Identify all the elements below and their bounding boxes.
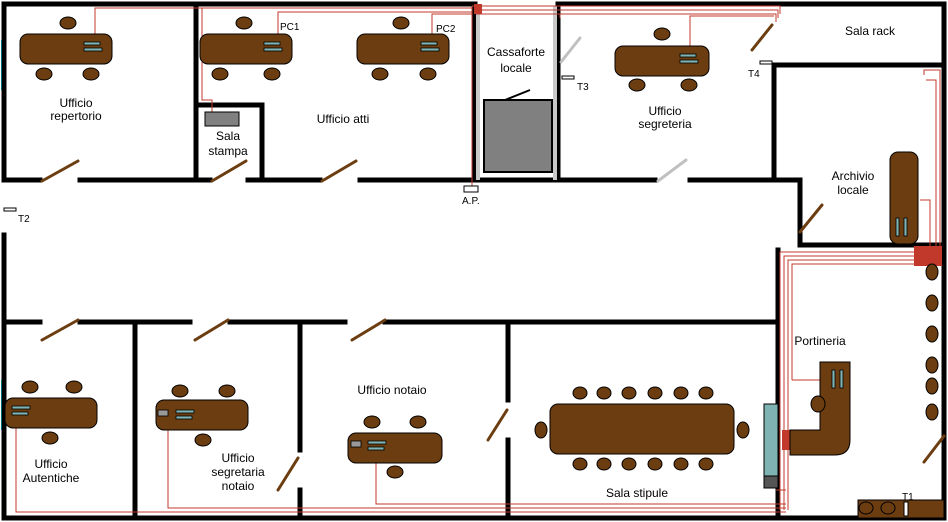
cable-junction-top: [474, 4, 482, 14]
phones: [157, 409, 362, 448]
desk: [356, 33, 450, 65]
conference-table: [549, 403, 735, 455]
t3-icon: [561, 75, 575, 80]
device-markers: [3, 60, 909, 517]
t1-label: T1: [902, 492, 914, 503]
rack-cabinet: [763, 403, 779, 489]
room-label: Autentiche: [23, 471, 80, 485]
t3-label: T3: [577, 82, 589, 93]
cable-junction: [914, 246, 942, 266]
safe-handle: [504, 89, 531, 101]
pc1-label: PC1: [280, 22, 300, 33]
room-label: Portineria: [794, 334, 846, 348]
chairs: [21, 16, 939, 515]
room-label: Ufficio: [59, 96, 92, 110]
keyboard-icon: [83, 47, 103, 52]
ap-icon: [463, 185, 479, 193]
room-label: segreteria: [638, 117, 692, 131]
room-label: stampa: [208, 144, 248, 158]
room-label: Ufficio: [221, 451, 254, 465]
network-cables: [15, 5, 941, 513]
doors: [40, 23, 946, 492]
room-labels: Ufficio repertorio Sala stampa Ufficio a…: [23, 24, 896, 500]
pc2-label: PC2: [436, 24, 456, 35]
room-label: Ufficio notaio: [357, 383, 426, 397]
room-label: Sala stipule: [606, 486, 668, 500]
desk: [4, 397, 98, 429]
t4-icon: [759, 60, 773, 65]
t1-icon: [903, 501, 909, 517]
printer-icon: [204, 111, 240, 127]
t4-label: T4: [748, 69, 760, 80]
rack-base: [763, 475, 779, 489]
room-label: locale: [500, 61, 532, 75]
safe-walls: [476, 6, 557, 180]
monitor-icon: [83, 41, 101, 46]
ap-label: A.P.: [462, 196, 480, 207]
desk: [347, 432, 443, 464]
desk: [199, 33, 293, 65]
room-label: Archivio: [832, 169, 875, 183]
room-label: segretaria: [211, 465, 265, 479]
room-label: Sala: [216, 129, 240, 143]
computers: [11, 41, 908, 451]
room-label: notaio: [222, 479, 255, 493]
room-label: repertorio: [50, 109, 102, 123]
cable-junction-portineria: [782, 430, 792, 450]
t2-label: T2: [18, 214, 30, 225]
desk: [614, 45, 710, 77]
conference-chairs: [572, 386, 714, 471]
desk: [19, 33, 113, 65]
room-label: Sala rack: [845, 24, 896, 38]
room-label: locale: [837, 183, 869, 197]
safe-box: [483, 99, 553, 173]
desk: [155, 399, 249, 431]
room-label: Ufficio: [648, 104, 681, 118]
t2-icon: [3, 207, 17, 212]
device-labels: PC1 PC2 T1 T2 T3 T4 A.P.: [18, 22, 914, 503]
room-label: Ufficio: [34, 457, 67, 471]
room-label: Ufficio atti: [317, 112, 369, 126]
printer-desk: [857, 499, 945, 519]
room-label: Cassaforte: [487, 45, 545, 59]
